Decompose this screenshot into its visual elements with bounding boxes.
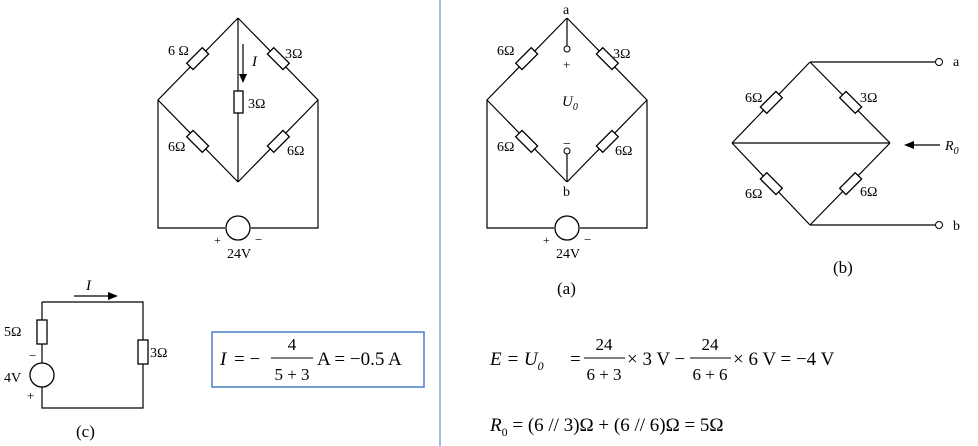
label-node-a: a [563, 3, 570, 18]
bridge-circuit-b: 6Ω 3Ω 6Ω 6Ω a b R0 (b) [731, 55, 960, 277]
label-r-top-left: 6Ω [497, 44, 514, 59]
label-source-plus: + [543, 233, 550, 247]
label-source-minus: − [584, 232, 591, 247]
eq-i-equals: = − [234, 349, 260, 370]
voltage-source-circle [225, 215, 251, 241]
e-equation: E = U0 = 24 6 + 3 × 3 V − 24 6 + 6 × 6 V… [489, 335, 835, 384]
terminal-b-open [563, 147, 571, 155]
terminal-a-open [563, 45, 571, 53]
current-arrow-icon [239, 74, 247, 83]
label-r-bottom-right: 6Ω [615, 144, 632, 159]
label-r-top-right: 3Ω [613, 47, 630, 62]
label-r-middle: 3Ω [248, 97, 265, 112]
eq-e-den1: 6 + 3 [586, 365, 621, 384]
label-plus: + [27, 388, 34, 403]
loop-wire [41, 301, 144, 409]
resistor-top-right [838, 90, 863, 115]
resistor-bottom-left [185, 129, 210, 154]
caption-c: (c) [76, 422, 95, 441]
equation-box [211, 331, 425, 388]
eq-e-lhs: E = U0 [489, 349, 544, 373]
label-current: I [85, 278, 92, 294]
label-source-value: 24V [227, 247, 251, 262]
bridge-circuit-main: 6 Ω 3Ω 3Ω 6Ω 6Ω I + − 24V [157, 17, 319, 262]
resistor-bottom-left [514, 129, 539, 154]
label-terminal-b: b [953, 219, 960, 234]
resistor-bottom-left [759, 171, 784, 196]
resistor-bottom-right [595, 129, 620, 154]
wire-right [237, 17, 319, 229]
label-u0: U0 [562, 94, 578, 113]
resistor-middle [233, 90, 244, 114]
eq-i-result: A = −0.5 A [317, 349, 402, 370]
label-r-bottom-right: 6Ω [287, 144, 304, 159]
resistor-top-right [266, 46, 291, 71]
label-r-series: 5Ω [4, 325, 21, 340]
resistor-bottom-right [838, 171, 863, 196]
label-source-minus: − [255, 232, 262, 247]
boxed-equation: I = − 4 5 + 3 A = −0.5 A [211, 331, 425, 388]
eq-i-denominator: 5 + 3 [274, 365, 309, 384]
terminal-a-icon [935, 58, 943, 66]
eq-e-tail: × 6 V = −4 V [733, 349, 835, 370]
voltage-source-circle [554, 215, 580, 241]
label-r-bottom-left: 6Ω [745, 187, 762, 202]
eq-e-equals: = [570, 349, 581, 370]
caption-a: (a) [557, 279, 576, 298]
label-source-plus: + [214, 233, 221, 247]
current-arrow-icon [108, 292, 118, 300]
caption-b: (b) [833, 258, 853, 277]
eq-i-numerator: 4 [288, 335, 297, 354]
label-r-top-left: 6 Ω [168, 44, 189, 59]
label-r0: R0 [944, 139, 959, 157]
eq-i-symbol: I [219, 349, 228, 370]
label-r-top-right: 3Ω [860, 91, 877, 106]
label-source-value: 24V [556, 247, 580, 262]
bridge-circuit-a: a b 6Ω 3Ω 6Ω 6Ω + − U0 + − 24V (a) [486, 3, 648, 298]
r0-equation: R0 = (6 // 3)Ω + (6 // 6)Ω = 5Ω [489, 415, 724, 439]
label-r-load: 3Ω [150, 346, 167, 361]
voltage-source-circle [29, 362, 55, 388]
eq-r0: R0 = (6 // 3)Ω + (6 // 6)Ω = 5Ω [489, 415, 724, 439]
resistor-bottom-right [266, 129, 291, 154]
label-r-bottom-left: 6Ω [168, 140, 185, 155]
eq-e-num1: 24 [596, 335, 614, 354]
label-r-bottom-right: 6Ω [860, 185, 877, 200]
resistor-top-right [595, 46, 620, 71]
resistor-5ohm [36, 319, 48, 345]
label-minus: − [563, 137, 571, 152]
label-r-top-left: 6Ω [745, 91, 762, 106]
label-r-bottom-left: 6Ω [497, 140, 514, 155]
label-r-top-right: 3Ω [285, 47, 302, 62]
resistor-top-left [185, 46, 210, 71]
label-current: I [251, 54, 258, 70]
label-terminal-a: a [953, 55, 960, 70]
label-plus: + [563, 57, 570, 72]
label-node-b: b [563, 185, 570, 200]
terminal-b-icon [935, 221, 943, 229]
label-minus: − [29, 348, 36, 363]
eq-e-mid: × 3 V − [627, 349, 685, 370]
wire-right [566, 17, 648, 229]
r0-arrow-icon [904, 141, 914, 149]
resistor-top-left [514, 46, 539, 71]
eq-e-num2: 24 [702, 335, 720, 354]
eq-e-den2: 6 + 6 [692, 365, 727, 384]
label-source-value: 4V [4, 371, 21, 386]
resistor-3ohm [137, 339, 149, 365]
series-circuit-c: I 5Ω 3Ω 4V − + (c) [4, 278, 167, 441]
resistor-top-left [759, 90, 784, 115]
